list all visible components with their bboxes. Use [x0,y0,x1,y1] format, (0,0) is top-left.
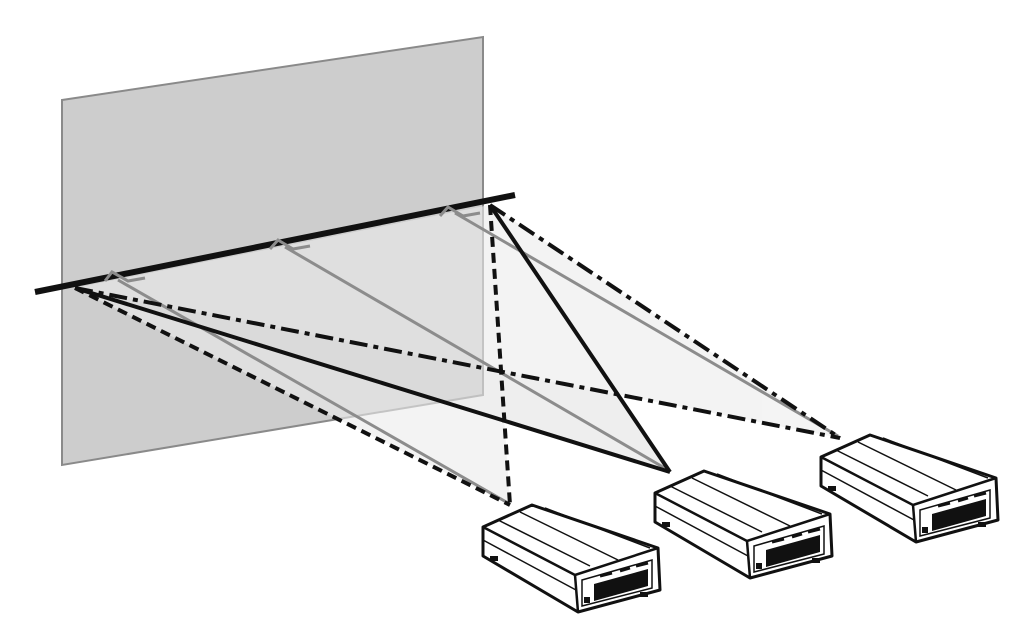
projector-near [481,503,662,614]
long-throw-lines [74,203,842,440]
projector-far [819,433,1000,544]
short-throw-lines [74,204,512,507]
light-beams [75,205,840,505]
projector-middle [653,469,834,580]
mid-throw-lines [74,203,672,474]
